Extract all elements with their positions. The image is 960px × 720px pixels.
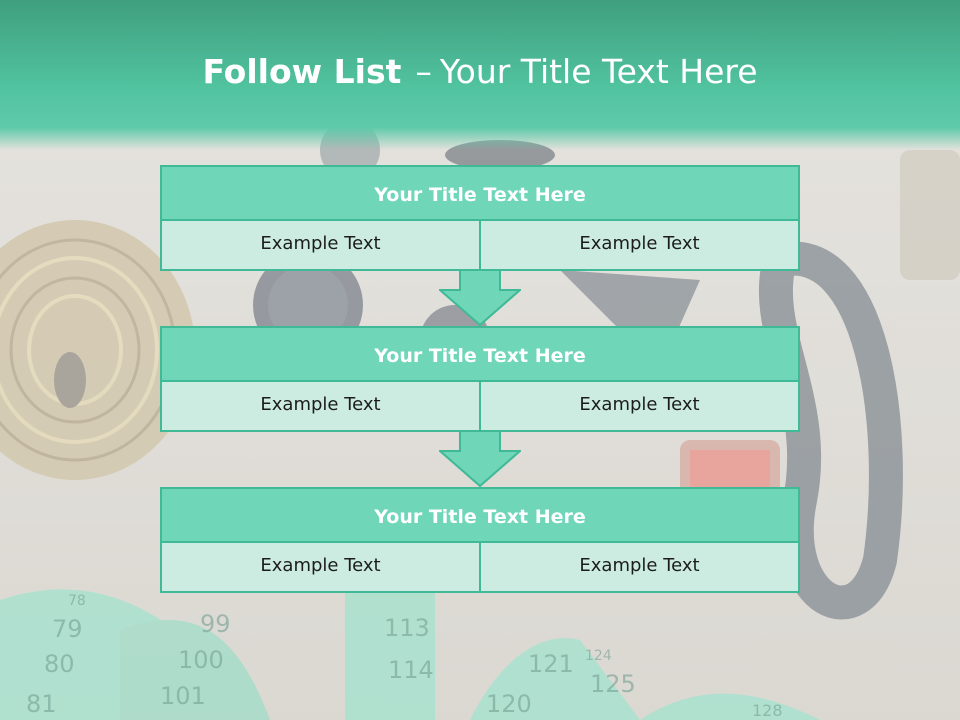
step-title: Your Title Text Here (160, 326, 800, 382)
tape-number: 79 (52, 615, 83, 643)
step-cell-right: Example Text (481, 382, 800, 432)
tape-number: 114 (388, 656, 434, 684)
step-title: Your Title Text Here (160, 165, 800, 221)
step-title: Your Title Text Here (160, 487, 800, 543)
step-row: Example Text Example Text (160, 543, 800, 593)
tape-number: 128 (752, 701, 783, 720)
tape-number: 81 (26, 690, 57, 718)
down-arrow-icon (439, 431, 521, 487)
green-measuring-tape (0, 589, 820, 720)
step-cell-left: Example Text (160, 221, 481, 271)
step-row: Example Text Example Text (160, 382, 800, 432)
tape-number: 120 (486, 690, 532, 718)
step-cell-right: Example Text (481, 543, 800, 593)
step-cell-right: Example Text (481, 221, 800, 271)
tape-number: 80 (44, 650, 75, 678)
tape-number: 113 (384, 614, 430, 642)
tape-coil (0, 220, 195, 480)
tape-number: 121 (528, 650, 574, 678)
title-banner (0, 0, 960, 150)
tape-number: 101 (160, 682, 206, 710)
step-box-2: Your Title Text Here Example Text Exampl… (160, 326, 800, 432)
tape-number: 78 (68, 593, 86, 609)
tape-numbers: 78 79 80 81 99 100 101 113 114 121 120 1… (26, 593, 783, 720)
down-arrow-icon (439, 270, 521, 326)
step-box-1: Your Title Text Here Example Text Exampl… (160, 165, 800, 271)
step-box-3: Your Title Text Here Example Text Exampl… (160, 487, 800, 593)
title-bold: Follow List (202, 52, 402, 91)
title-rest: Your Title Text Here (439, 52, 758, 91)
tape-number: 125 (590, 670, 636, 698)
tape-number: 124 (585, 648, 612, 664)
step-row: Example Text Example Text (160, 221, 800, 271)
step-cell-left: Example Text (160, 543, 481, 593)
step-cell-left: Example Text (160, 382, 481, 432)
tape-number: 99 (200, 610, 231, 638)
slide-title: Follow List–Your Title Text Here (0, 52, 960, 91)
tape-number: 100 (178, 646, 224, 674)
title-separator: – (415, 52, 432, 91)
